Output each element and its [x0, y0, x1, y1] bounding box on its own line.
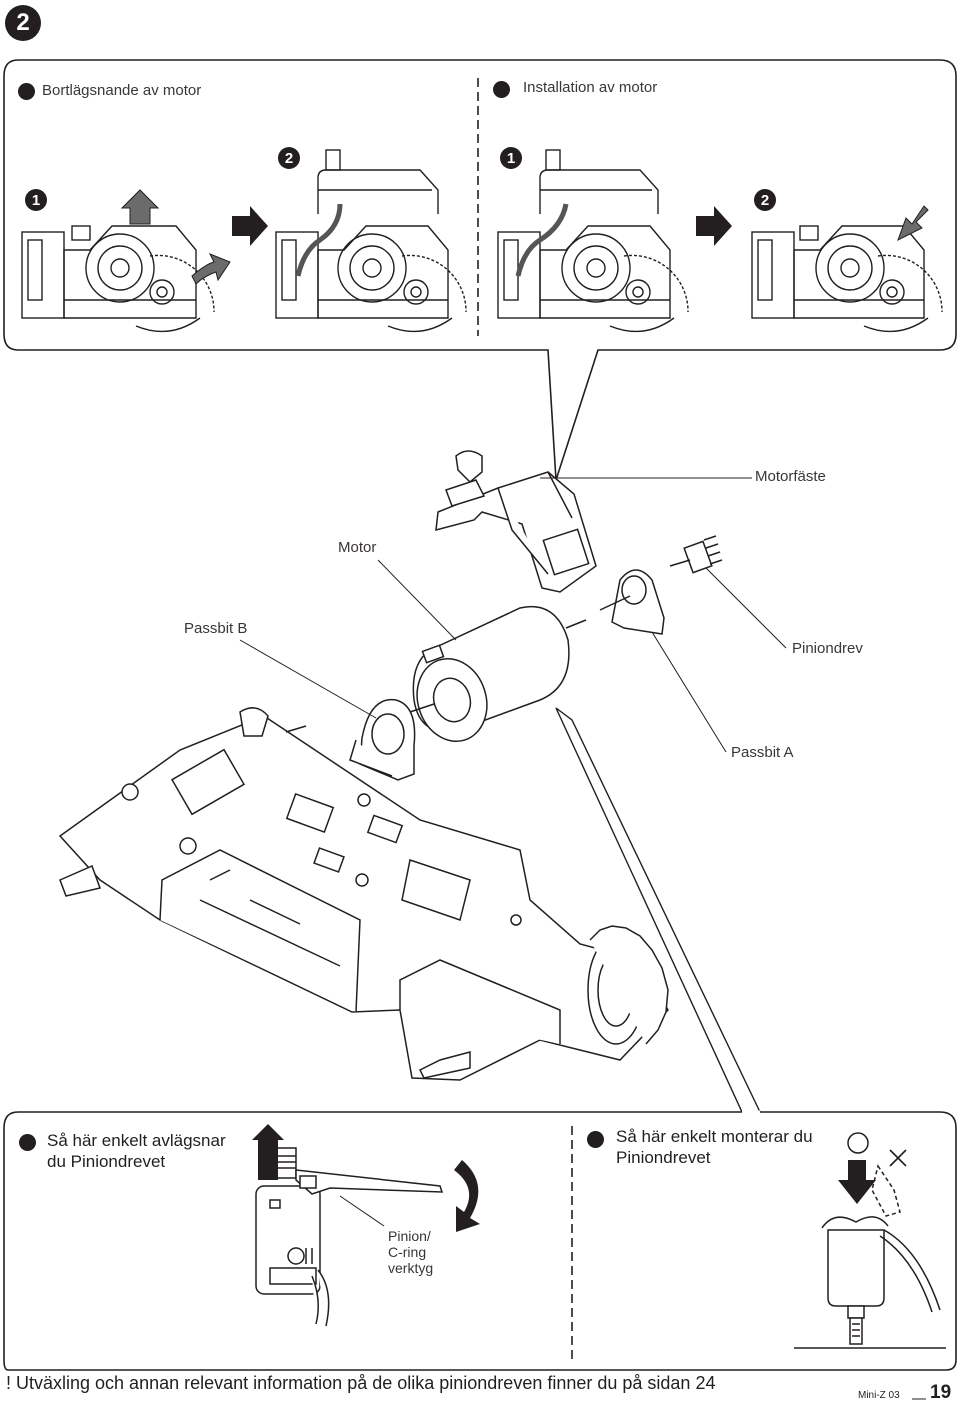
up-arrow-icon [120, 189, 160, 225]
step-2-badge: 2 [278, 147, 300, 169]
top-panel-frame [3, 59, 957, 481]
pinion-gear-part [669, 535, 723, 574]
sketch-removal-2 [275, 149, 467, 333]
bullet-icon [587, 1131, 604, 1148]
page-number: 19 [930, 1382, 952, 1403]
bullet-icon [18, 83, 35, 100]
tool-label-line1: Pinion/ [388, 1228, 431, 1244]
pinion-removal-heading-line2: du Piniondrevet [47, 1152, 166, 1171]
step-number: 2 [16, 9, 30, 36]
callout-motor: Motor [338, 539, 377, 556]
callout-passbit-b: Passbit B [184, 620, 248, 637]
passbit-a-part [599, 569, 665, 635]
bottom-panel-frame [3, 1111, 957, 1371]
circle-ok-icon [847, 1132, 869, 1154]
model-name: Mini-Z 03 [858, 1390, 900, 1401]
motor-install-sketch [794, 1164, 946, 1349]
callout-piniondrev: Piniondrev [792, 640, 863, 657]
installation-heading: Installation av motor [523, 79, 658, 96]
curved-arrow-icon [515, 203, 569, 277]
motor-mount-part [435, 450, 597, 593]
tool-label-leader [339, 1195, 385, 1227]
passbit-b-part [349, 698, 416, 781]
pinion-removal-heading: Så här enkelt avlägsnar du Piniondrevet [47, 1130, 226, 1172]
pinion-removal-heading-line1: Så här enkelt avlägsnar [47, 1131, 226, 1150]
bullet-icon [493, 81, 510, 98]
right-arrow-icon [232, 206, 268, 246]
motor-with-tool-sketch [255, 1147, 444, 1327]
right-arrow-icon [696, 206, 732, 246]
pinion-install-heading-line2: Piniondrevet [616, 1148, 711, 1167]
footer-note: ! Utväxling och annan relevant informati… [6, 1373, 716, 1393]
cross-ng-icon [889, 1149, 907, 1167]
down-arrow-icon [838, 1160, 876, 1204]
tool-label: Pinion/ C-ring verktyg [388, 1228, 433, 1276]
pinion-install-heading-line1: Så här enkelt monterar du [616, 1127, 813, 1146]
callout-line-passbit-a [651, 631, 727, 753]
step-1-badge: 1 [500, 147, 522, 169]
tool-label-line2: C-ring [388, 1244, 427, 1260]
curved-arrow-icon [295, 203, 343, 277]
motor-part [403, 606, 587, 743]
curved-arrow-icon [454, 1160, 480, 1232]
callout-line-passbit-b [239, 639, 377, 719]
callout-line-piniondrev [705, 567, 787, 649]
step-2-badge: 2 [754, 189, 776, 211]
bullet-icon [19, 1134, 36, 1151]
callout-passbit-a: Passbit A [731, 744, 794, 761]
down-arrow-icon [897, 205, 929, 242]
step-number-badge: 2 [5, 5, 41, 41]
up-arrow-icon [252, 1124, 284, 1180]
removal-heading: Bortlägsnande av motor [42, 82, 202, 99]
pinion-install-heading: Så här enkelt monterar du Piniondrevet [616, 1126, 813, 1168]
callout-line-motor [377, 559, 457, 641]
step-1-badge: 1 [25, 189, 47, 211]
sketch-install-2 [751, 225, 943, 333]
tool-label-line3: verktyg [388, 1260, 434, 1276]
sketch-install-1 [497, 149, 689, 333]
callout-motorfaste: Motorfäste [755, 468, 826, 485]
curved-arrow-icon [191, 253, 231, 285]
chassis-part [58, 707, 669, 1081]
sketch-removal-1 [21, 225, 215, 333]
